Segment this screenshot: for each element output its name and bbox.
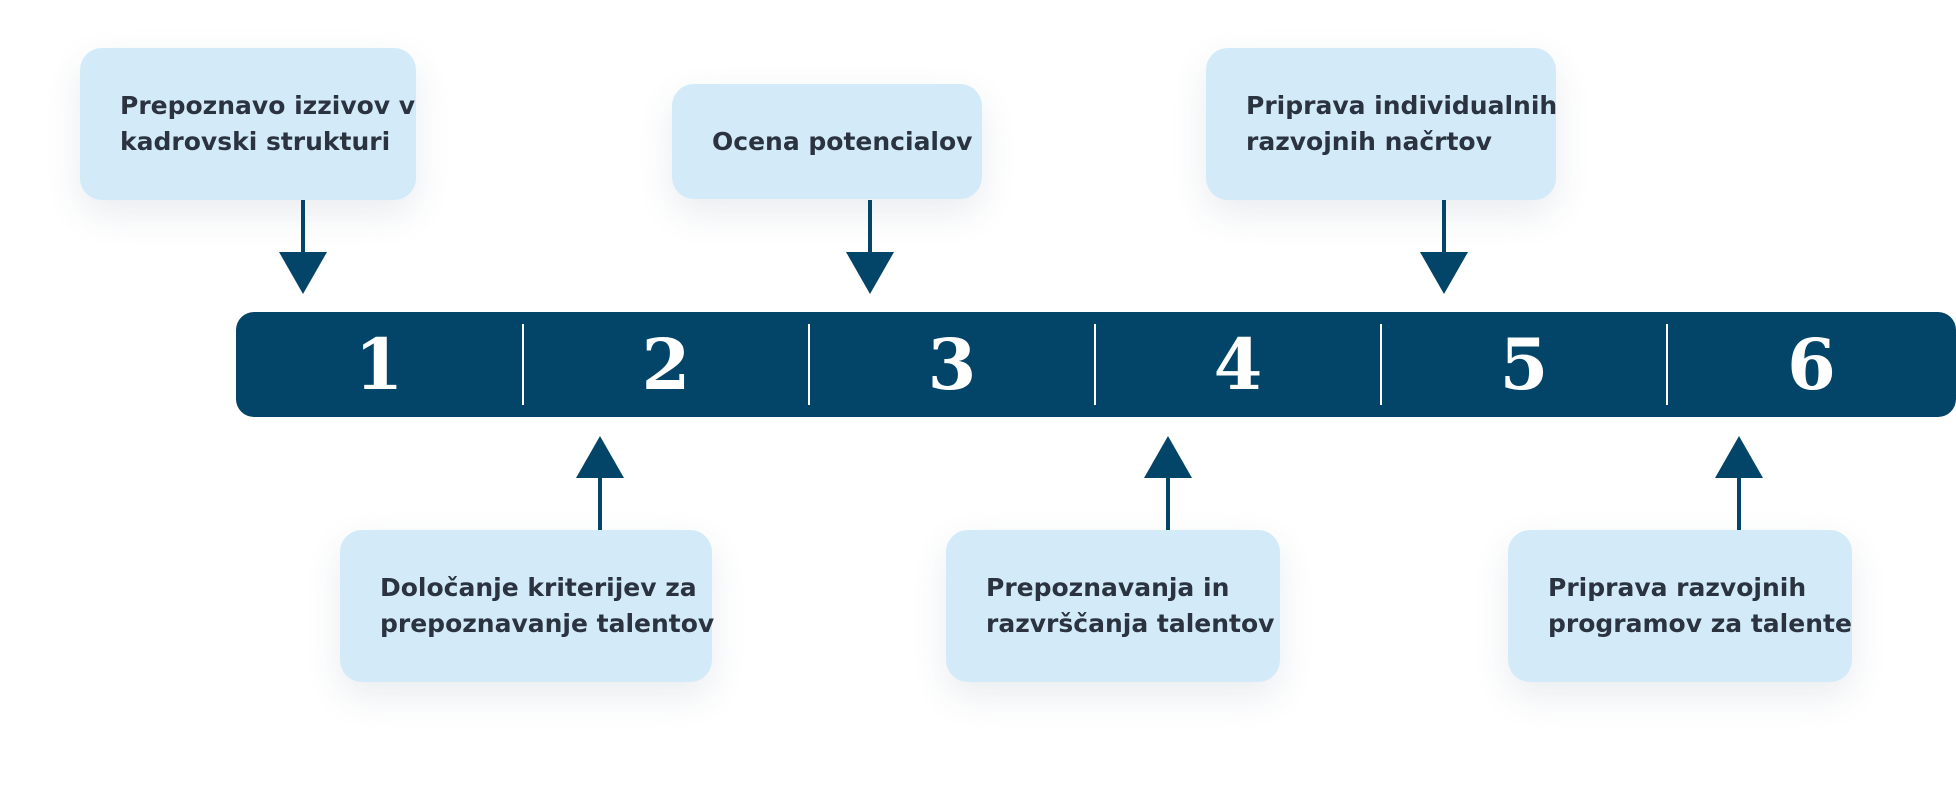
arrow-up-icon [576,436,624,530]
step-1-card: Prepoznavo izzivov v kadrovski strukturi [80,48,416,200]
arrow-up-icon [1715,436,1763,530]
timeline-divider [1380,324,1382,405]
step-1-card-line-1: Prepoznavo izzivov v [120,91,416,120]
step-6-card-line-2: programov za talente [1548,609,1852,638]
step-3-card: Ocena potencialov [672,84,982,199]
step-5-card-line-1: Priprava individualnih [1246,91,1558,120]
step-number-6: 6 [1787,323,1836,406]
step-number-4: 4 [1213,323,1263,406]
step-2-card-line-1: Določanje kriterijev za [380,573,697,602]
step-number-2: 2 [641,323,691,406]
timeline-divider [522,324,524,405]
step-6-card: Priprava razvojnih programov za talente [1508,530,1852,682]
step-5-card: Priprava individualnih razvojnih načrtov [1206,48,1558,200]
arrow-down-icon [279,200,327,294]
step-3-card-line-1: Ocena potencialov [712,126,973,156]
step-1-card-line-2: kadrovski strukturi [120,127,391,156]
step-6-card-line-1: Priprava razvojnih [1548,573,1807,602]
step-number-1: 1 [354,323,404,406]
step-4-card-line-2: razvrščanja talentov [986,609,1275,638]
timeline-divider [1666,324,1668,405]
step-2-card-line-2: prepoznavanje talentov [380,609,715,638]
arrow-down-icon [1420,200,1468,294]
step-2-card: Določanje kriterijev za prepoznavanje ta… [340,530,715,682]
step-5-card-line-2: razvojnih načrtov [1246,127,1492,156]
timeline-divider [1094,324,1096,405]
arrow-down-icon [846,200,894,294]
step-number-3: 3 [927,323,977,406]
step-4-card-line-1: Prepoznavanja in [986,573,1230,602]
timeline-bar: 1 2 3 4 5 6 [236,312,1956,417]
arrow-up-icon [1144,436,1192,530]
timeline-divider [808,324,810,405]
step-4-card: Prepoznavanja in razvrščanja talentov [946,530,1280,682]
step-number-5: 5 [1499,323,1549,406]
